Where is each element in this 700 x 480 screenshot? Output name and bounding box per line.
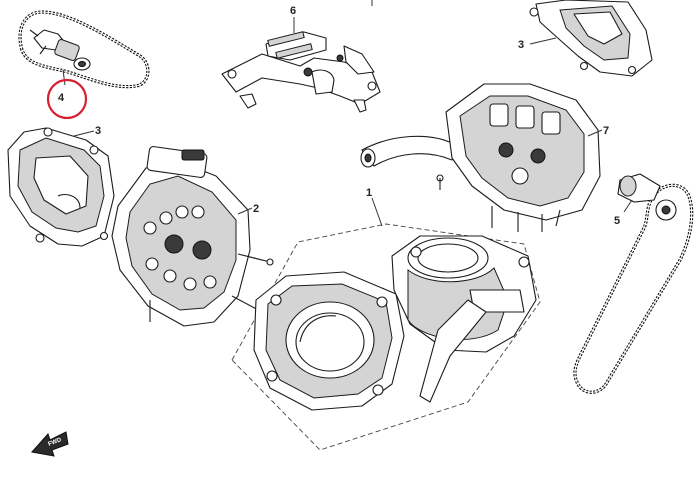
head-valves — [143, 205, 217, 291]
part-7-head-assembly — [360, 83, 601, 232]
part-3-valve-cover-front — [7, 127, 115, 247]
part-6-intake-manifold — [221, 31, 381, 113]
callout-4: 4 — [58, 92, 65, 104]
part-2-cylinder-head — [111, 146, 274, 327]
part-4-cam-chain-tensioner — [18, 10, 150, 89]
arrow-icon — [31, 431, 69, 457]
callout-2: 2 — [253, 203, 259, 215]
callout-1: 1 — [366, 187, 372, 199]
callout-3-upper: 3 — [518, 39, 524, 51]
forward-direction-arrow: FWD — [31, 431, 69, 457]
fwd-label: FWD — [48, 437, 64, 448]
callout-7: 7 — [603, 125, 609, 137]
head-rockers — [489, 103, 561, 185]
callout-5: 5 — [614, 215, 620, 227]
front-cylinder — [253, 271, 405, 411]
part-5-cam-chain — [573, 173, 694, 394]
highlight-circle — [46, 78, 88, 120]
callout-6: 6 — [290, 5, 296, 17]
coolant-pipe — [361, 135, 463, 167]
part-1-cylinder-group — [231, 223, 541, 451]
tensioner-body — [29, 29, 91, 71]
callout-3-lower: 3 — [95, 125, 101, 137]
part-3-valve-cover-rear — [529, 0, 653, 77]
rear-cylinder — [391, 235, 537, 403]
group-boundary — [231, 223, 541, 451]
